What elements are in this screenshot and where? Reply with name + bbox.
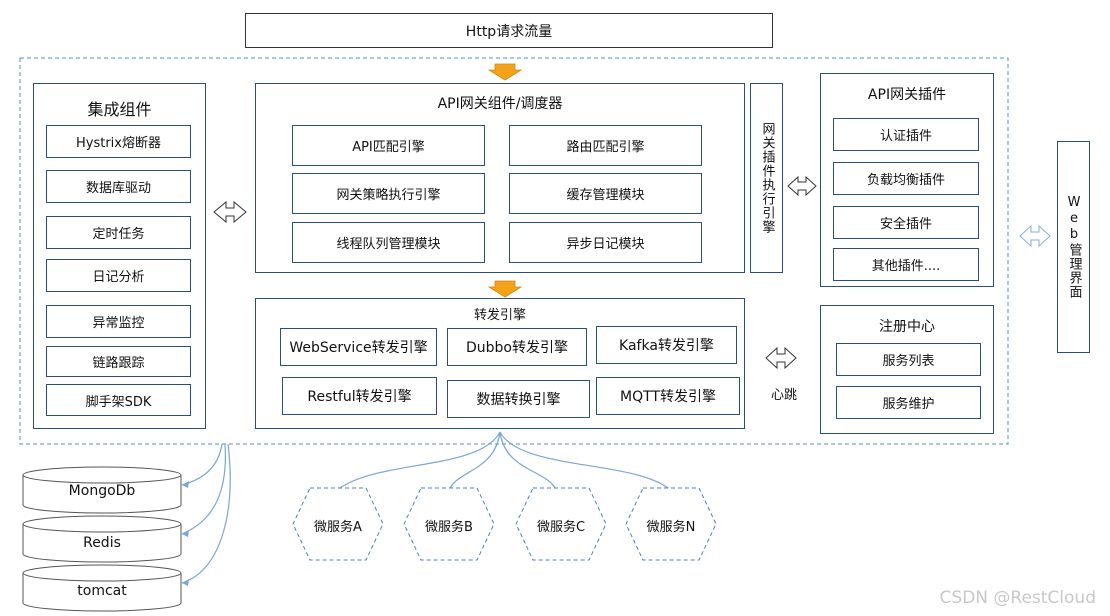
gateway-module-label: API匹配引擎 [352, 140, 425, 155]
gateway-module: 线程队列管理模块 [292, 222, 485, 263]
integration-item: 链路跟踪 [46, 346, 191, 377]
integration-item-label: Hystrix熔断器 [76, 136, 161, 151]
registry-item-label: 服务列表 [882, 354, 935, 369]
http-traffic-box: Http请求流量 [245, 13, 773, 48]
plugin-item-label: 认证插件 [879, 129, 932, 144]
plugin-engine-text: 网关插件执行引擎 [759, 122, 775, 234]
integration-item: 定时任务 [46, 216, 191, 249]
forward-engine: Kafka转发引擎 [596, 326, 737, 364]
registry-item: 服务维护 [836, 386, 981, 419]
integration-title: 集成组件 [87, 100, 152, 119]
web-admin-box [1057, 141, 1090, 353]
watermark: CSDN @RestCloud [939, 588, 1096, 608]
forward-engine: MQTT转发引擎 [596, 377, 740, 415]
plugin-item-label: 其他插件.... [871, 259, 941, 274]
microservice-connectors [339, 431, 669, 489]
forward-engine-label: Kafka转发引擎 [619, 338, 714, 354]
storage-label: MongoDb [68, 483, 136, 499]
registry-item-label: 服务维护 [882, 397, 935, 412]
system-boundary [19, 57, 1009, 445]
integration-item-label: 脚手架SDK [85, 394, 152, 410]
plugin-item: 认证插件 [833, 118, 979, 151]
gateway-title: API网关组件/调度器 [437, 96, 563, 112]
gateway-module-label: 缓存管理模块 [566, 188, 645, 203]
gateway-module-label: 路由匹配引擎 [566, 140, 645, 155]
plugin-item-label: 安全插件 [879, 217, 932, 232]
forward-engine-label: 数据转换引擎 [476, 392, 561, 408]
integration-item-label: 定时任务 [92, 227, 145, 242]
storage-connectors [181, 443, 231, 584]
storage-label: Redis [83, 535, 121, 551]
storage-label: tomcat [77, 583, 127, 599]
forward-engine: 数据转换引擎 [447, 380, 590, 418]
forward-engine-label: MQTT转发引擎 [620, 389, 716, 405]
integration-item-label: 异常监控 [92, 316, 145, 331]
gateway-module: 缓存管理模块 [509, 173, 702, 214]
bidirectional-arrow-icon [1019, 224, 1051, 248]
microservice-label: 微服务C [536, 520, 586, 535]
storage-cylinders [22, 466, 182, 612]
plugin-item: 安全插件 [833, 206, 979, 239]
gateway-module: 异步日记模块 [509, 222, 702, 263]
bidirectional-arrow-icon [765, 346, 797, 370]
forward-engine-label: WebService转发引擎 [289, 340, 428, 356]
forward-engine-label: Dubbo转发引擎 [466, 340, 568, 356]
forward-engine: Dubbo转发引擎 [447, 328, 587, 366]
integration-item-label: 链路跟踪 [92, 356, 145, 371]
gateway-module-label: 线程队列管理模块 [336, 237, 441, 252]
gateway-module: 网关策略执行引擎 [292, 173, 485, 214]
http-traffic-label: Http请求流量 [465, 23, 553, 40]
plugin-item: 负载均衡插件 [833, 162, 979, 195]
plugin-engine-box [750, 83, 783, 273]
gateway-module: API匹配引擎 [292, 125, 485, 166]
integration-item: Hystrix熔断器 [46, 125, 191, 158]
microservice-hexagons [292, 487, 717, 561]
microservice-label: 微服务B [425, 520, 473, 535]
down-arrow-icon [487, 63, 523, 81]
integration-item: 异常监控 [46, 305, 191, 338]
integration-item: 数据库驱动 [46, 170, 191, 203]
down-arrow-icon [487, 280, 523, 298]
forward-engine-label: Restful转发引擎 [307, 389, 412, 405]
bidirectional-arrow-icon [787, 175, 817, 197]
registry-title: 注册中心 [879, 319, 935, 335]
integration-item: 日记分析 [46, 259, 191, 292]
integration-item: 脚手架SDK [46, 384, 191, 416]
forward-engine: Restful转发引擎 [282, 377, 437, 415]
integration-item-label: 日记分析 [92, 270, 145, 285]
microservice-label: 微服务A [314, 520, 362, 535]
web-admin-text: Web管理界面 [1066, 195, 1082, 299]
forward-title: 转发引擎 [473, 308, 526, 323]
plugins-title: API网关插件 [867, 87, 947, 103]
forward-engine: WebService转发引擎 [280, 328, 437, 366]
gateway-module: 路由匹配引擎 [509, 125, 702, 166]
web-admin-label: Web管理界面 [1057, 141, 1090, 353]
registry-item: 服务列表 [836, 343, 981, 376]
heartbeat-label: 心跳 [771, 388, 798, 403]
plugin-engine-label: 网关插件执行引擎 [750, 83, 783, 273]
plugin-item-label: 负载均衡插件 [866, 173, 945, 188]
gateway-module-label: 网关策略执行引擎 [336, 188, 441, 203]
gateway-module-label: 异步日记模块 [566, 237, 645, 252]
integration-item-label: 数据库驱动 [85, 181, 151, 196]
plugin-item: 其他插件.... [833, 248, 979, 281]
bidirectional-arrow-icon [213, 200, 247, 224]
microservice-label: 微服务N [646, 520, 696, 535]
